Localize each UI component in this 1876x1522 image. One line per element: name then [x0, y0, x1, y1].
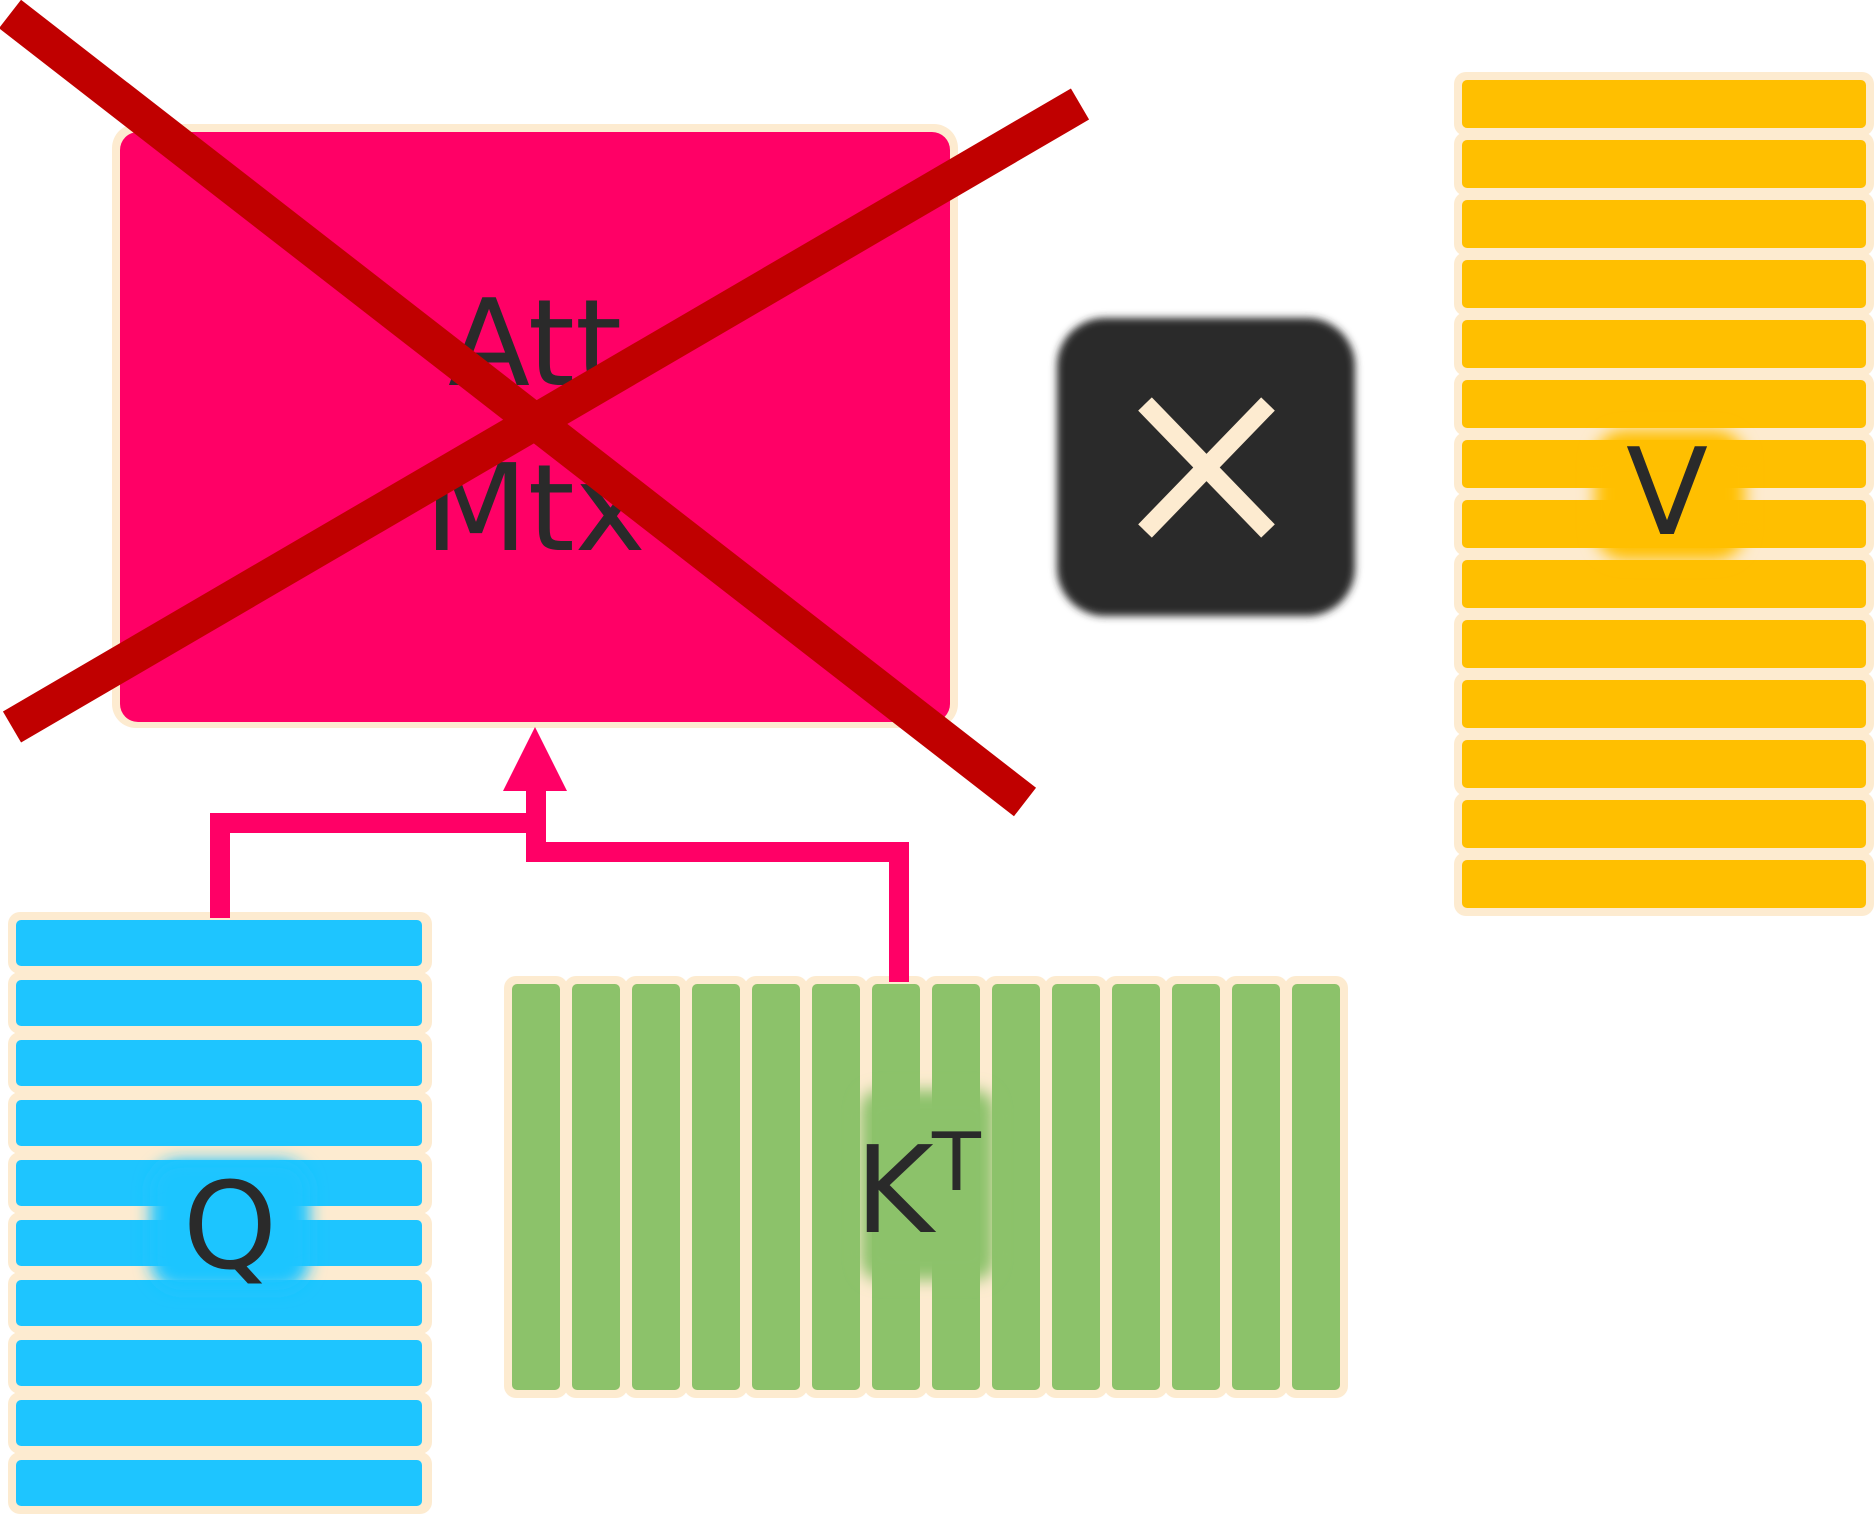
value-row	[1454, 672, 1874, 736]
key-column-fill	[1292, 984, 1340, 1390]
qk-product-arrow	[210, 727, 909, 982]
key-column-fill	[572, 984, 620, 1390]
value-row-fill	[1462, 320, 1866, 368]
key-column	[1284, 976, 1348, 1398]
key-column-fill	[752, 984, 800, 1390]
value-row	[1454, 852, 1874, 916]
key-column	[1224, 976, 1288, 1398]
key-label: K	[855, 1122, 937, 1261]
value-row	[1454, 132, 1874, 196]
value-row-fill	[1462, 620, 1866, 668]
value-row	[1454, 792, 1874, 856]
arrow-head	[503, 727, 567, 791]
query-label: Q	[183, 1158, 277, 1297]
key-transpose-matrix	[504, 976, 1348, 1398]
arrow-from-key	[526, 780, 909, 982]
value-row-fill	[1462, 200, 1866, 248]
multiply-icon	[1138, 397, 1275, 538]
query-row-fill	[16, 980, 422, 1026]
key-column	[984, 976, 1048, 1398]
query-label-group: Q	[150, 1158, 310, 1297]
key-column-fill	[992, 984, 1040, 1390]
key-column	[804, 976, 868, 1398]
value-row-fill	[1462, 680, 1866, 728]
key-column-fill	[1052, 984, 1100, 1390]
value-row	[1454, 732, 1874, 796]
arrow-from-query	[210, 813, 536, 918]
value-row	[1454, 312, 1874, 376]
query-row	[8, 1452, 432, 1514]
query-row-fill	[16, 1100, 422, 1146]
key-column-fill	[812, 984, 860, 1390]
query-row	[8, 1032, 432, 1094]
key-column-fill	[632, 984, 680, 1390]
query-row	[8, 1092, 432, 1154]
key-column-fill	[1112, 984, 1160, 1390]
key-column	[1164, 976, 1228, 1398]
value-row	[1454, 552, 1874, 616]
value-row-fill	[1462, 560, 1866, 608]
value-row-fill	[1462, 800, 1866, 848]
value-row	[1454, 372, 1874, 436]
key-column-fill	[692, 984, 740, 1390]
value-matrix	[1454, 72, 1874, 916]
key-column	[744, 976, 808, 1398]
key-column-fill	[1172, 984, 1220, 1390]
multiply-operator	[1057, 318, 1355, 616]
query-row	[8, 1392, 432, 1454]
value-row-fill	[1462, 260, 1866, 308]
value-row-fill	[1462, 380, 1866, 428]
query-row-fill	[16, 1460, 422, 1506]
key-column	[564, 976, 628, 1398]
key-column	[1104, 976, 1168, 1398]
cross-out-mark	[0, 0, 1090, 817]
key-column	[624, 976, 688, 1398]
value-row	[1454, 192, 1874, 256]
value-label: V	[1626, 424, 1708, 563]
value-row-fill	[1462, 80, 1866, 128]
value-label-group: V	[1595, 424, 1745, 563]
query-row	[8, 972, 432, 1034]
query-row-fill	[16, 1400, 422, 1446]
value-label-backdrop	[1595, 430, 1745, 560]
key-column	[504, 976, 568, 1398]
value-row	[1454, 72, 1874, 136]
value-row-fill	[1462, 740, 1866, 788]
key-column	[1044, 976, 1108, 1398]
key-column	[684, 976, 748, 1398]
value-row-fill	[1462, 860, 1866, 908]
key-label-group: K T	[855, 1090, 995, 1280]
key-label-backdrop	[860, 1090, 995, 1280]
query-row-fill	[16, 1280, 422, 1326]
query-row-fill	[16, 1040, 422, 1086]
query-row	[8, 1332, 432, 1394]
key-column-fill	[512, 984, 560, 1390]
value-row	[1454, 252, 1874, 316]
query-row-fill	[16, 920, 422, 966]
value-row	[1454, 612, 1874, 676]
key-transpose-superscript: T	[931, 1116, 982, 1209]
value-row-fill	[1462, 140, 1866, 188]
query-row-fill	[16, 1340, 422, 1386]
query-row	[8, 1272, 432, 1334]
query-row	[8, 912, 432, 974]
key-column-fill	[1232, 984, 1280, 1390]
query-label-backdrop	[150, 1160, 310, 1290]
